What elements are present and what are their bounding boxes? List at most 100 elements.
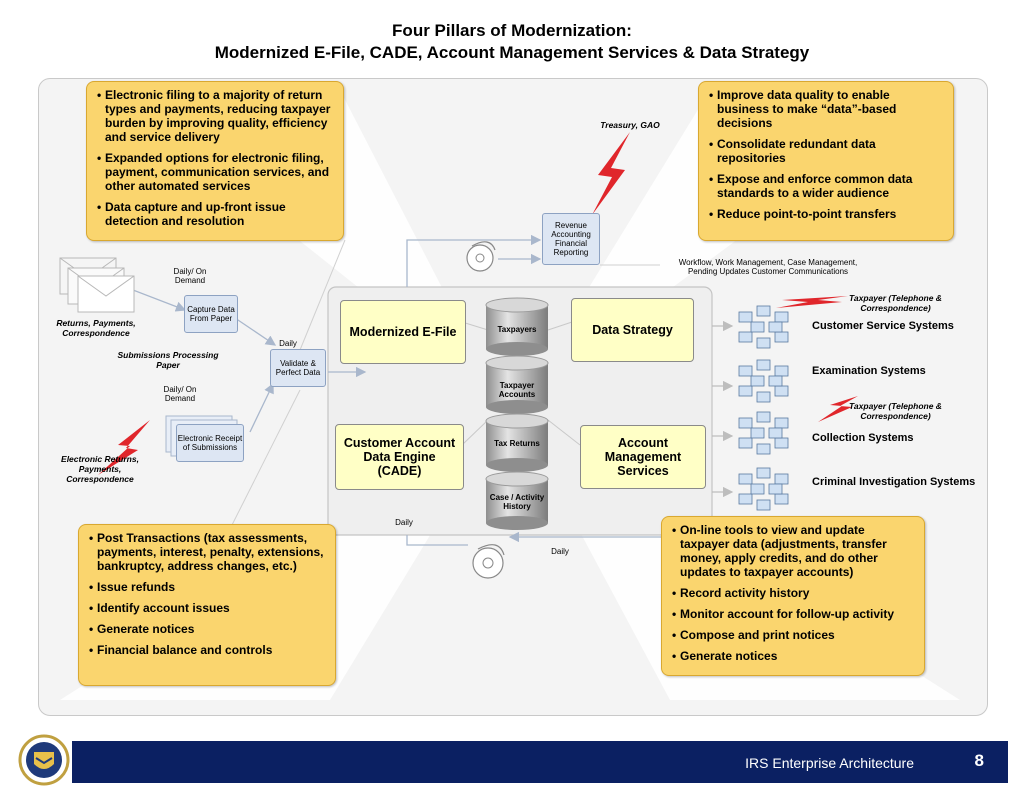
tape-reel-bottom	[472, 544, 505, 579]
computer-icon	[750, 321, 765, 333]
computer-icon	[774, 437, 789, 449]
pillar-account-management-services: Account Management Services	[580, 425, 706, 489]
treasury-seal-icon	[18, 734, 70, 786]
note-efile: Electronic filing to a majority of retur…	[86, 81, 344, 241]
computer-icon	[738, 365, 753, 377]
computer-icon	[738, 385, 753, 397]
computer-icon	[768, 427, 783, 439]
computer-icon	[750, 483, 765, 495]
db-cylinder-taxpayers	[485, 297, 549, 356]
computer-icon	[738, 331, 753, 343]
network-cluster-icon	[738, 467, 789, 511]
label-treasury-gao: Treasury, GAO	[600, 120, 660, 130]
bolt-electronic	[98, 420, 150, 475]
computer-icon	[738, 311, 753, 323]
db-label-returns: Tax Returns	[494, 439, 540, 448]
note-cade: Post Transactions (tax assessments, paym…	[78, 524, 336, 686]
process-electronic-receipt: Electronic Receipt of Submissions	[176, 424, 244, 462]
note-data-strategy: Improve data quality to enable business …	[698, 81, 954, 241]
bullet-item: Identify account issues	[89, 601, 327, 615]
footer-bar: IRS Enterprise Architecture 8	[72, 741, 1008, 783]
computer-icon	[774, 385, 789, 397]
bullet-item: Consolidate redundant data repositories	[709, 137, 945, 165]
bullet-item: Monitor account for follow-up activity	[672, 607, 916, 621]
title-line-2: Modernized E-File, CADE, Account Managem…	[214, 43, 810, 62]
network-cluster-icon	[738, 411, 789, 455]
computer-icon	[774, 311, 789, 323]
label-daily-on-demand-2: Daily/ On Demand	[163, 385, 197, 403]
bullet-item: Compose and print notices	[672, 628, 916, 642]
system-examination: Examination Systems	[812, 365, 926, 377]
label-returns-correspondence: Returns, Payments, Correspondence	[56, 318, 136, 338]
computer-icon	[774, 473, 789, 485]
system-customer-service: Customer Service Systems	[812, 320, 954, 332]
label-submissions-processing: Submissions Processing Paper	[117, 350, 219, 370]
process-validate-data: Validate & Perfect Data	[270, 349, 326, 387]
label-taxpayer-phone-2: Taxpayer (Telephone & Correspondence)	[849, 401, 942, 421]
bullet-item: Expose and enforce common data standards…	[709, 172, 945, 200]
computer-icon	[750, 427, 765, 439]
system-collection: Collection Systems	[812, 432, 914, 444]
computer-icon	[768, 321, 783, 333]
bullet-item: Electronic filing to a majority of retur…	[97, 88, 335, 144]
computer-icon	[756, 443, 771, 455]
label-daily-2: Daily	[395, 518, 413, 527]
pillar-modernized-efile: Modernized E-File	[340, 300, 466, 364]
pillar-cade: Customer Account Data Engine (CADE)	[335, 424, 464, 490]
computer-icon	[756, 391, 771, 403]
computer-icon	[768, 483, 783, 495]
bullet-item: Data capture and up-front issue detectio…	[97, 200, 335, 228]
bullet-item: Record activity history	[672, 586, 916, 600]
computer-icon	[750, 375, 765, 387]
computer-icon	[756, 337, 771, 349]
db-cylinder-history	[485, 471, 549, 530]
computer-icon	[768, 375, 783, 387]
computer-icon	[756, 305, 771, 317]
computer-icon	[756, 359, 771, 371]
computer-icon	[756, 411, 771, 423]
computer-icon	[738, 417, 753, 429]
title-line-1: Four Pillars of Modernization:	[392, 21, 632, 40]
computer-icon	[774, 493, 789, 505]
system-criminal-investigation: Criminal Investigation Systems	[812, 476, 976, 488]
tape-reel-top	[466, 241, 496, 272]
bullet-item: Reduce point-to-point transfers	[709, 207, 945, 221]
page-number: 8	[974, 751, 984, 770]
computer-icon	[756, 467, 771, 479]
computer-icon	[774, 331, 789, 343]
bolt-treasury	[592, 132, 630, 215]
envelope-icons	[59, 257, 135, 313]
pillar-data-strategy: Data Strategy	[571, 298, 694, 362]
label-daily-1: Daily	[279, 339, 297, 348]
footer-text: IRS Enterprise Architecture	[745, 755, 914, 771]
bullet-item: Post Transactions (tax assessments, paym…	[89, 531, 327, 573]
db-label-history: Case / Activity History	[489, 493, 545, 511]
bullet-item: Generate notices	[672, 649, 916, 663]
bolt-taxpayer-2	[818, 396, 858, 422]
computer-icon	[756, 499, 771, 511]
note-ams: On-line tools to view and update taxpaye…	[661, 516, 925, 676]
computer-icon	[738, 493, 753, 505]
process-capture-data: Capture Data From Paper	[184, 295, 238, 333]
label-taxpayer-phone-1: Taxpayer (Telephone & Correspondence)	[849, 293, 942, 313]
bullet-item: Issue refunds	[89, 580, 327, 594]
computer-icon	[738, 473, 753, 485]
db-label-accounts: Taxpayer Accounts	[498, 381, 536, 399]
computer-icon	[774, 417, 789, 429]
bolt-taxpayer-1	[776, 296, 848, 308]
bullet-item: Expanded options for electronic filing, …	[97, 151, 335, 193]
label-daily-on-demand-1: Daily/ On Demand	[173, 267, 207, 285]
label-workflow: Workflow, Work Management, Case Manageme…	[678, 258, 858, 276]
network-cluster-icon	[738, 359, 789, 403]
bullet-item: Improve data quality to enable business …	[709, 88, 945, 130]
bullet-item: On-line tools to view and update taxpaye…	[672, 523, 916, 579]
process-revenue-accounting: Revenue Accounting Financial Reporting	[542, 213, 600, 265]
computer-icon	[774, 365, 789, 377]
bullet-item: Generate notices	[89, 622, 327, 636]
bullet-item: Financial balance and controls	[89, 643, 327, 657]
db-cylinder-returns	[485, 413, 549, 472]
db-cylinder-accounts	[485, 355, 549, 414]
label-electronic-returns: Electronic Returns, Payments, Correspond…	[61, 454, 139, 484]
db-label-taxpayers: Taxpayers	[497, 325, 537, 334]
network-cluster-icon	[738, 305, 789, 349]
